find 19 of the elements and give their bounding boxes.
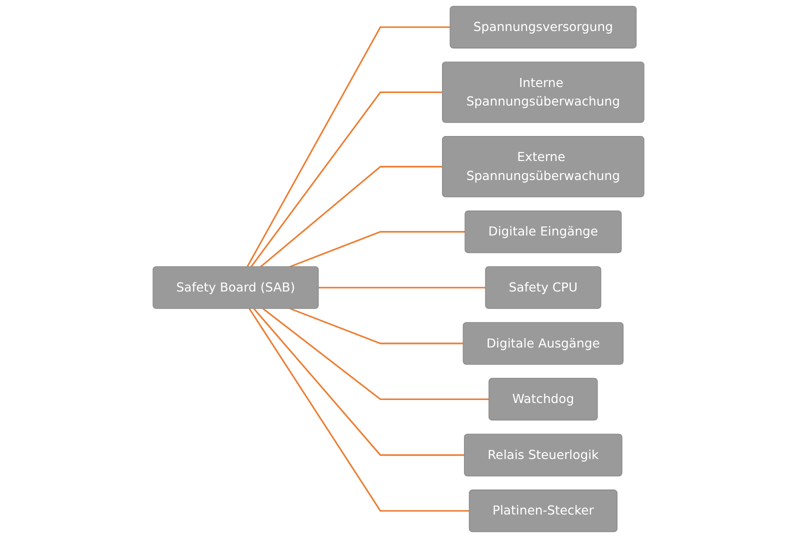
connector: [290, 231, 466, 268]
node-box: Relais Steuerlogik: [464, 434, 622, 476]
connector: [318, 286, 486, 288]
connector: [260, 166, 442, 268]
node-box: Digitale Eingänge: [464, 210, 622, 254]
connector: [246, 26, 450, 268]
node-box: Spannungsversorgung: [450, 6, 637, 48]
connector: [248, 308, 470, 512]
connector: [262, 308, 489, 400]
node-box: Watchdog: [488, 378, 598, 421]
node-box: Platinen-Stecker: [468, 490, 618, 532]
connector: [253, 308, 464, 456]
node-box: Digitale Ausgänge: [462, 322, 624, 365]
node-box: Interne Spannungsüberwachung: [442, 62, 644, 123]
connector: [290, 308, 464, 344]
node-box: Externe Spannungsüberwachung: [442, 136, 644, 198]
node-box: Safety CPU: [485, 266, 602, 309]
connector: [250, 91, 442, 268]
node-box: Safety Board (SAB): [152, 266, 319, 309]
